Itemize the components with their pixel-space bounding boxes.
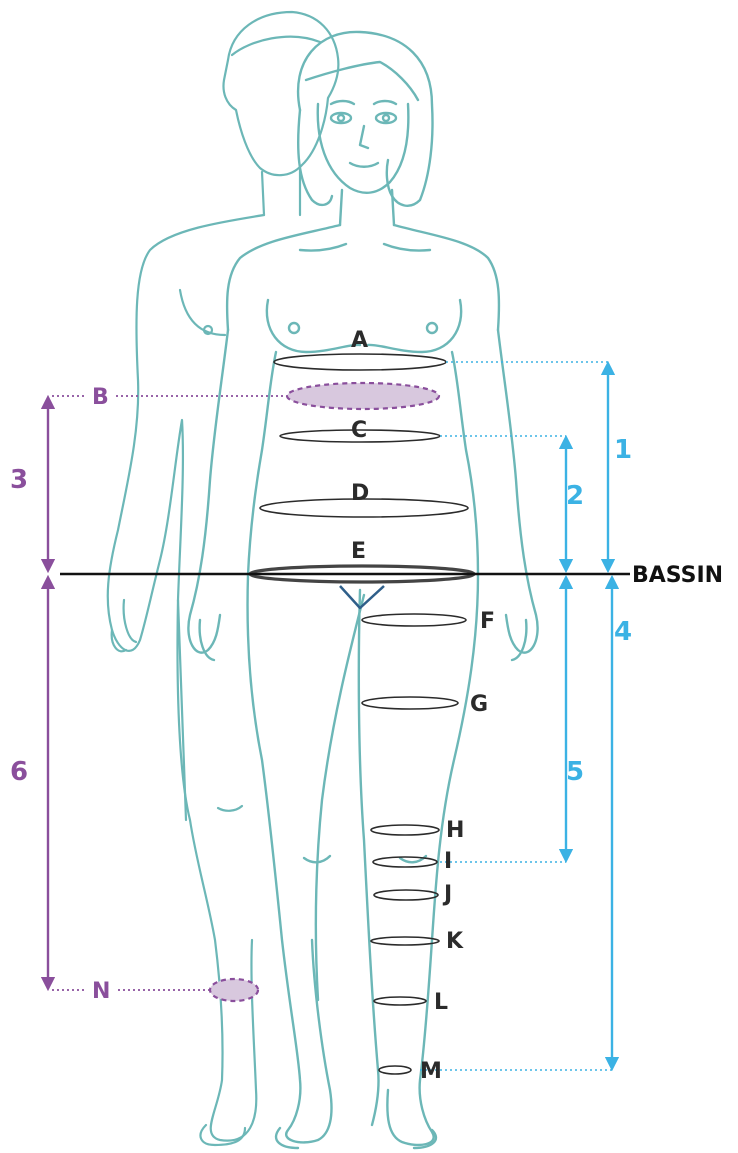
ring-label-d: D	[351, 481, 369, 506]
ring-h	[371, 825, 439, 835]
measurement-rings	[210, 354, 474, 1074]
ring-label-h: H	[446, 818, 464, 843]
ring-g	[362, 697, 458, 709]
ring-label-f: F	[480, 609, 495, 634]
ring-f	[362, 614, 466, 626]
purple-label-group: B N 3 6	[10, 385, 110, 1004]
ring-label-j: J	[442, 882, 452, 907]
ring-label-c: C	[351, 418, 367, 443]
front-figure-torso-left	[248, 352, 332, 1142]
ring-label-l: L	[434, 990, 448, 1015]
purple-label-n: N	[92, 979, 110, 1004]
hip-line-label: BASSIN	[632, 563, 723, 588]
measure-number-5: 5	[566, 757, 584, 787]
ring-label-g: G	[470, 692, 488, 717]
measure-number-3: 3	[10, 465, 28, 495]
measure-number-2: 2	[566, 481, 584, 511]
ring-l	[374, 997, 426, 1005]
front-figure-torso-right	[387, 352, 478, 1145]
purple-label-b: B	[92, 385, 109, 410]
blue-number-group: 1 2 4 5	[566, 435, 632, 787]
ring-label-m: M	[420, 1059, 442, 1084]
groin-line	[340, 586, 384, 608]
ring-m	[379, 1066, 411, 1074]
ring-a	[274, 354, 446, 370]
ring-label-a: A	[351, 328, 368, 353]
purple-measurements	[48, 396, 290, 990]
measure-number-4: 4	[614, 617, 632, 647]
ring-label-i: I	[444, 849, 452, 874]
ring-label-e: E	[351, 539, 366, 564]
measure-number-1: 1	[614, 435, 632, 465]
ring-j	[374, 890, 438, 900]
ring-n	[210, 979, 258, 1001]
ring-label-k: K	[446, 929, 464, 954]
ring-b	[287, 383, 439, 409]
measure-number-6: 6	[10, 757, 28, 787]
back-figure-left-side	[108, 215, 264, 1141]
ring-k	[371, 937, 439, 945]
